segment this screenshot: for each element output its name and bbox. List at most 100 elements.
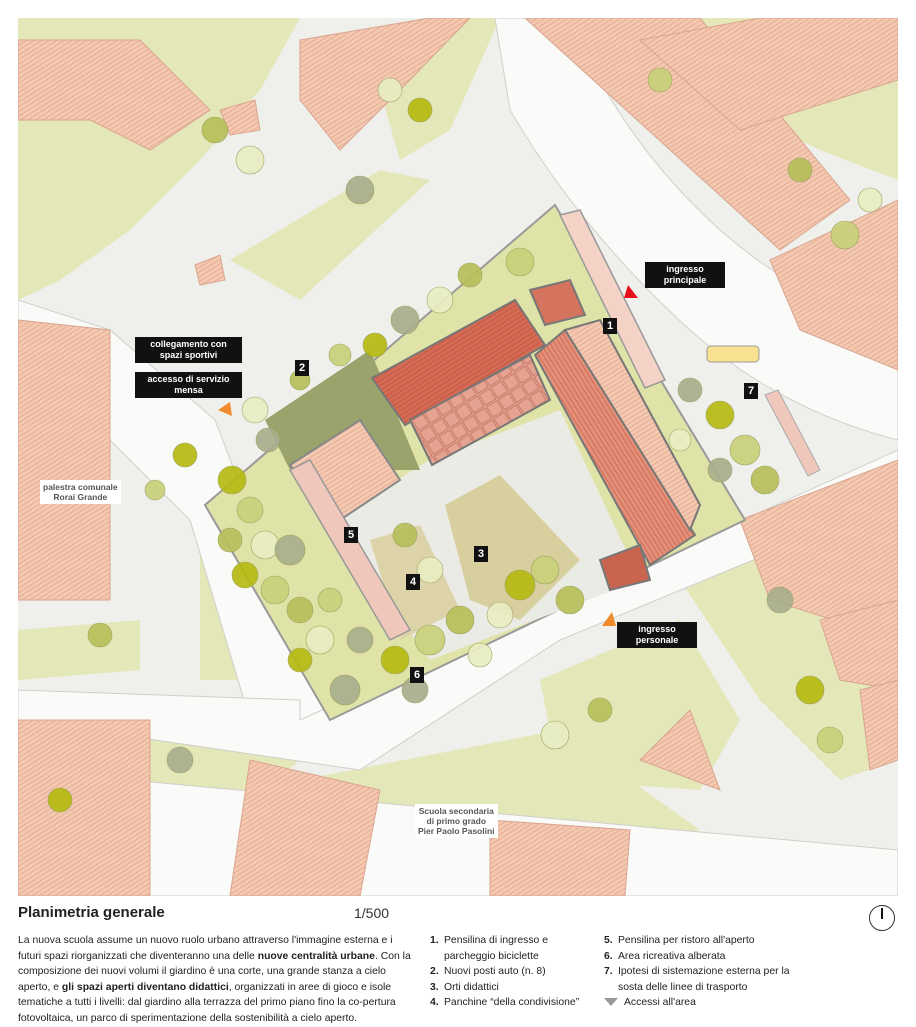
tree-icon bbox=[857, 187, 883, 213]
tree-icon bbox=[287, 647, 313, 673]
item-number: 5. bbox=[604, 935, 613, 946]
marker-5: 5 bbox=[344, 527, 358, 543]
access-arrow-mensa bbox=[218, 402, 232, 416]
marker-4: 4 bbox=[406, 574, 420, 590]
tree-icon bbox=[787, 157, 813, 183]
access-triangle-icon bbox=[604, 998, 618, 1007]
tree-icon bbox=[587, 697, 613, 723]
item-number: 1. bbox=[430, 935, 439, 946]
legend-item: 5.Pensilina per ristoro all'aperto bbox=[604, 933, 814, 949]
label-line: personale bbox=[635, 635, 679, 645]
item-number: 3. bbox=[430, 981, 439, 993]
tree-icon bbox=[217, 527, 243, 553]
marker-6: 6 bbox=[410, 667, 424, 683]
label-line: accesso di servizio bbox=[147, 374, 230, 384]
plan-scale: 1/500 bbox=[354, 905, 390, 921]
item-number: 4. bbox=[430, 997, 439, 1009]
tree-icon bbox=[274, 534, 306, 566]
legend-item: 7.Ipotesi di sistemazione esterna per la… bbox=[604, 964, 814, 995]
tree-icon bbox=[236, 496, 264, 524]
access-arrow-principale bbox=[624, 285, 638, 298]
marker-7: 7 bbox=[744, 383, 758, 399]
shelter-5 bbox=[288, 459, 412, 641]
tree-icon bbox=[766, 586, 794, 614]
school-building bbox=[370, 278, 702, 592]
tree-icon bbox=[530, 555, 560, 585]
label-line: ingresso bbox=[666, 264, 704, 274]
tree-icon bbox=[235, 145, 265, 175]
tree-icon bbox=[217, 465, 247, 495]
marker-1: 1 bbox=[603, 318, 617, 334]
tree-icon bbox=[486, 601, 514, 629]
site-plan-drawing bbox=[18, 18, 898, 896]
label-line: Rorai Grande bbox=[53, 492, 108, 502]
tree-icon bbox=[345, 175, 375, 205]
tree-icon bbox=[390, 305, 420, 335]
legend-list-left: 1. Pensilina di ingresso e parcheggio bic… bbox=[430, 933, 595, 1011]
tree-icon bbox=[816, 726, 844, 754]
tree-icon bbox=[677, 377, 703, 403]
bus bbox=[706, 345, 760, 363]
tree-icon bbox=[329, 674, 361, 706]
trees bbox=[47, 67, 883, 813]
legend-item: 2.Nuovi posti auto (n. 8) bbox=[430, 964, 595, 980]
tree-icon bbox=[144, 479, 166, 501]
tree-icon bbox=[426, 286, 454, 314]
marker-3: 3 bbox=[474, 546, 488, 562]
item-text: Panchine “della condivisione” bbox=[444, 997, 580, 1009]
legend-item: 3. Orti didattici bbox=[430, 980, 595, 996]
tree-icon bbox=[231, 561, 259, 589]
paragraph-run: gli spazi aperti diventano didattici bbox=[61, 981, 229, 993]
description-paragraph: La nuova scuola assume un nuovo ruolo ur… bbox=[18, 933, 418, 1027]
tree-icon bbox=[166, 746, 194, 774]
tree-icon bbox=[555, 585, 585, 615]
item-number: 7. bbox=[604, 966, 613, 978]
paragraph-run: nuove centralità urbane bbox=[257, 950, 375, 962]
tree-icon bbox=[260, 575, 290, 605]
tree-icon bbox=[201, 116, 229, 144]
tree-icon bbox=[457, 262, 483, 288]
tree-icon bbox=[241, 396, 269, 424]
marker-2: 2 bbox=[295, 360, 309, 376]
tree-icon bbox=[540, 720, 570, 750]
tree-icon bbox=[414, 624, 446, 656]
legend-item-access: Accessi all'area bbox=[604, 995, 814, 1011]
tree-icon bbox=[467, 642, 493, 668]
tree-icon bbox=[250, 530, 280, 560]
paragraph-run: , organizzati in aree di gioco e isole t… bbox=[18, 981, 396, 1024]
paragraph-run: . Con la composizione dei nuovi volumi i… bbox=[18, 950, 411, 993]
item-text: Pensilina di ingresso e parcheggio bicic… bbox=[444, 935, 548, 962]
label-line: palestra comunale bbox=[43, 482, 118, 492]
tree-icon bbox=[647, 67, 673, 93]
tree-icon bbox=[305, 625, 335, 655]
item-number: 6. bbox=[604, 950, 613, 962]
item-number: 2. bbox=[430, 966, 439, 978]
tree-icon bbox=[504, 569, 536, 601]
tree-icon bbox=[47, 787, 73, 813]
legend-item: 4. Panchine “della condivisione” bbox=[430, 995, 595, 1011]
label-line: Pier Paolo Pasolini bbox=[418, 826, 495, 836]
tree-icon bbox=[377, 77, 403, 103]
tree-icon bbox=[705, 400, 735, 430]
tree-icon bbox=[505, 247, 535, 277]
item-text: Orti didattici bbox=[444, 981, 499, 993]
north-arrow-icon bbox=[869, 905, 895, 931]
tree-icon bbox=[416, 556, 444, 584]
legend-item: 6. Area ricreativa alberata bbox=[604, 949, 814, 965]
label-line: principale bbox=[663, 275, 707, 285]
tree-icon bbox=[407, 97, 433, 123]
tree-icon bbox=[87, 622, 113, 648]
tree-icon bbox=[392, 522, 418, 548]
tree-icon bbox=[729, 434, 761, 466]
item-text: Area ricreativa alberata bbox=[618, 950, 726, 962]
label-line: mensa bbox=[174, 385, 203, 395]
legend-item: 1. Pensilina di ingresso e parcheggio bic… bbox=[430, 933, 595, 964]
plan-title: Planimetria generale bbox=[18, 904, 165, 921]
tree-icon bbox=[172, 442, 198, 468]
label-line: ingresso bbox=[638, 624, 676, 634]
